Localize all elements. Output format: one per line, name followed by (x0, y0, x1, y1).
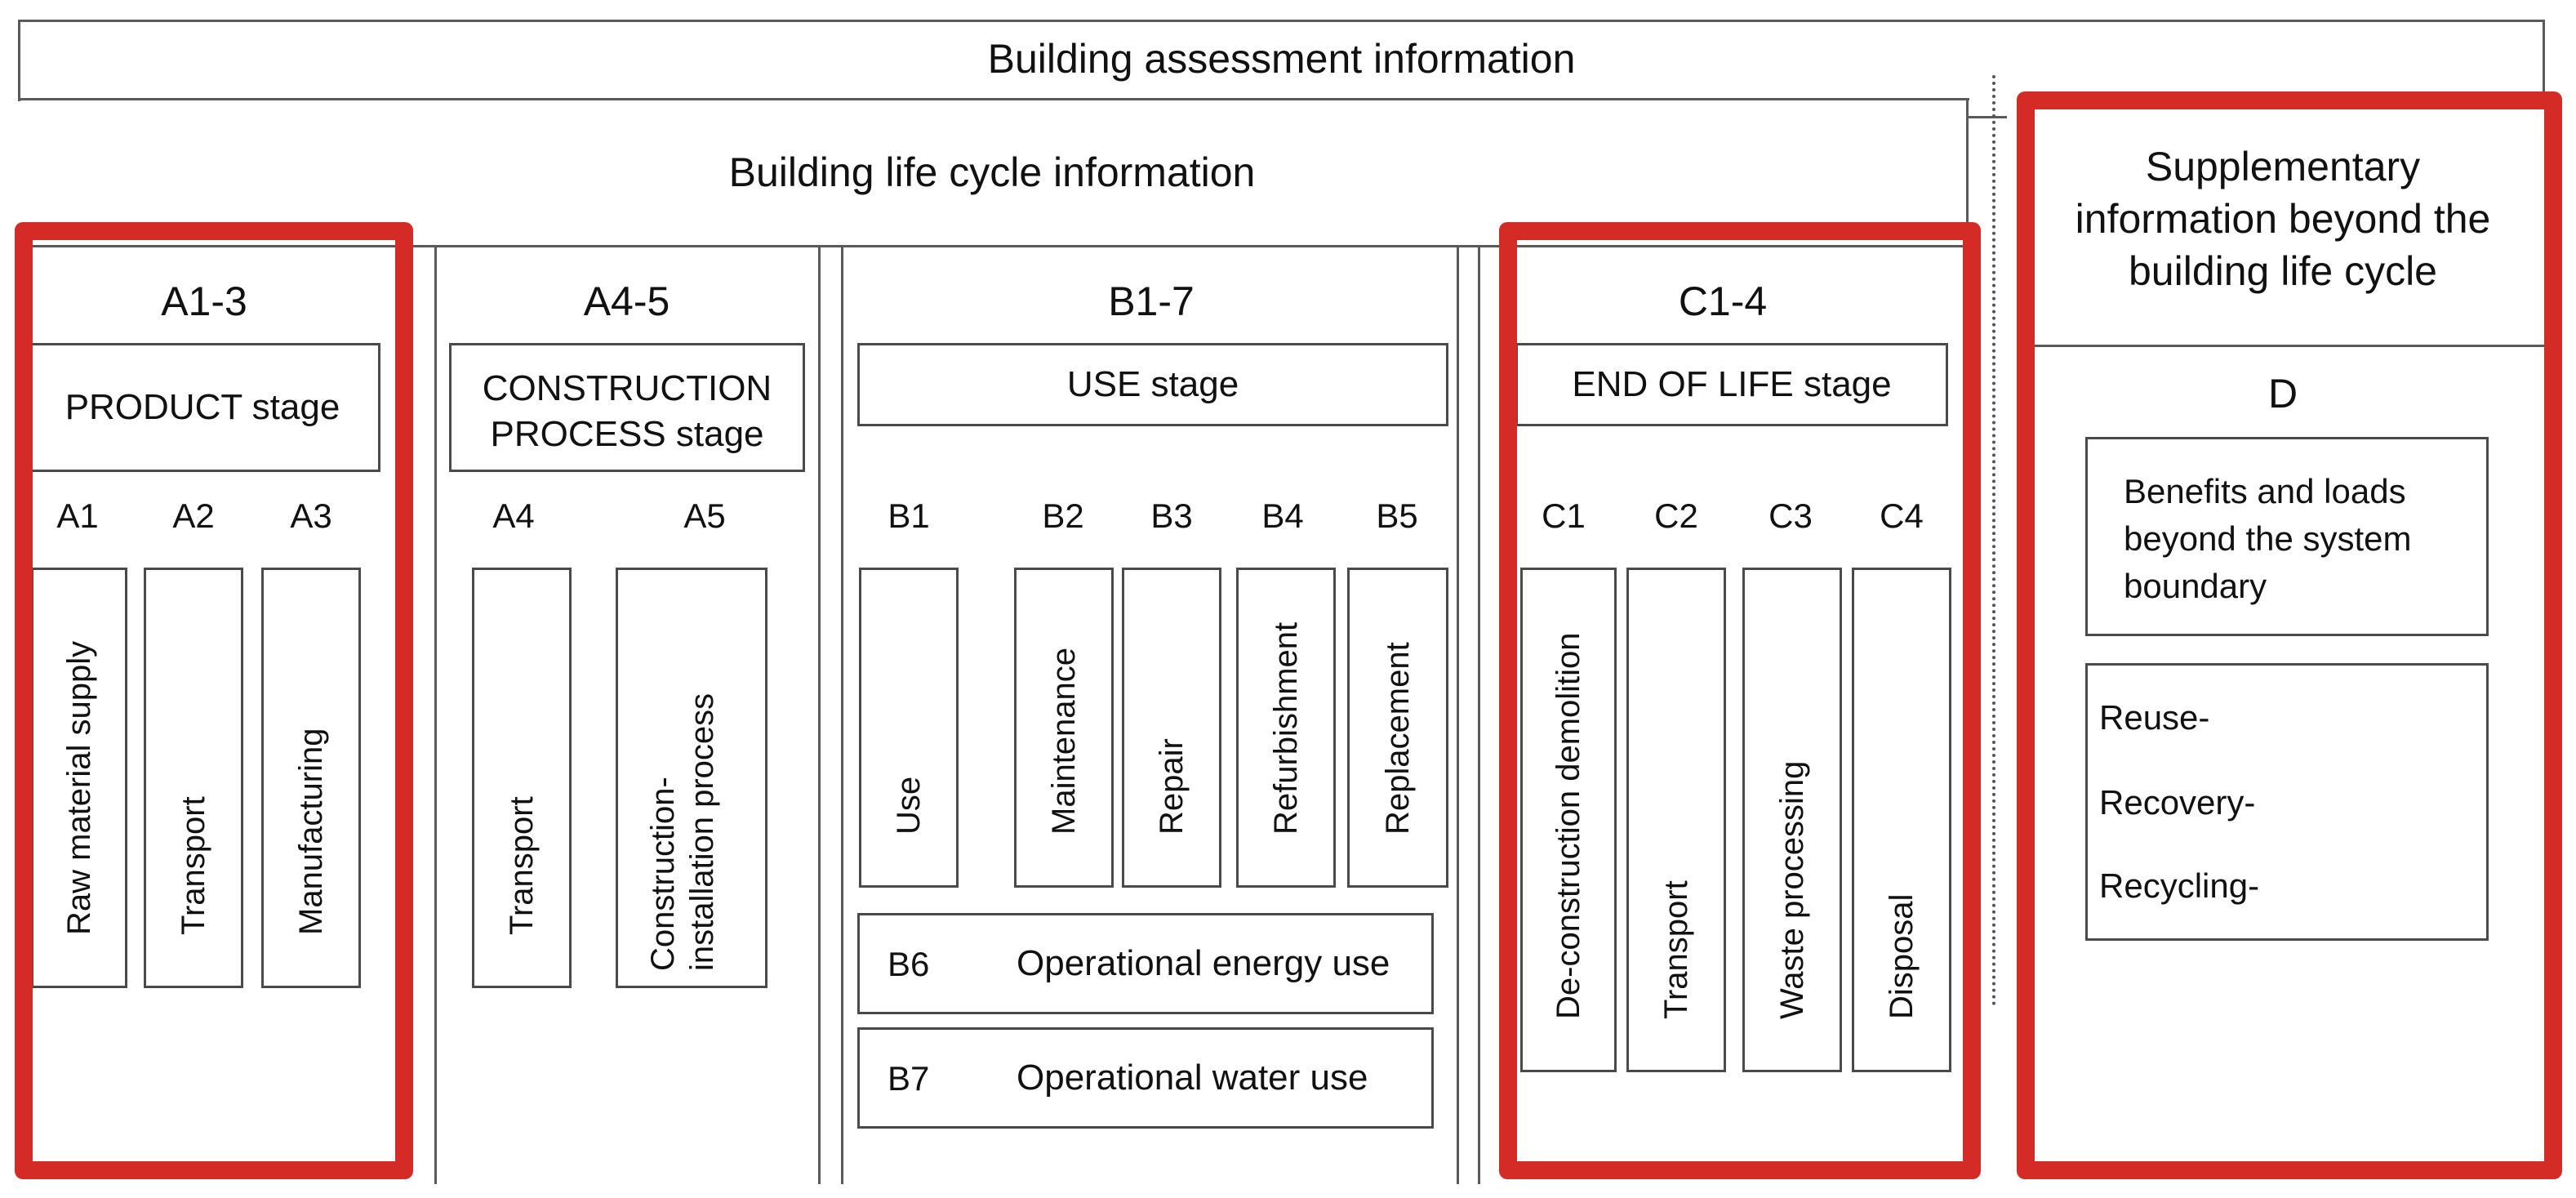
highlight-c14 (1499, 222, 1981, 1179)
supplementary-title-line2: information beyond the (2075, 196, 2491, 242)
product-stage-box: PRODUCT stage (24, 343, 380, 472)
highlight-d (2017, 91, 2562, 1179)
product-stage-label: PRODUCT stage (65, 387, 340, 427)
highlight-a13 (15, 222, 413, 1179)
item-a5-line2: installation process (684, 693, 720, 971)
lifecycle-right-tick (1966, 116, 2007, 118)
code-c2: C2 (1654, 497, 1698, 535)
item-repair: Repair (1122, 568, 1221, 888)
code-c1: C1 (1542, 497, 1586, 535)
col-separator-2a (818, 245, 821, 1184)
module-a45-title: A4-5 (583, 278, 670, 325)
item-replacement: Replacement (1347, 568, 1448, 888)
item-refurbishment: Refurbishment (1236, 568, 1336, 888)
supplementary-title-line3: building life cycle (2129, 248, 2437, 294)
benefits-line2: beyond the system (2124, 519, 2412, 558)
item-construction-installation: Construction- installation process (616, 568, 767, 988)
b7-operational-water-box: B7 Operational water use (857, 1027, 1434, 1129)
outer-right-border (2543, 20, 2545, 101)
module-a13-title: A1-3 (161, 278, 247, 325)
module-divider-line (18, 245, 1969, 247)
item-deconstruction-demolition: De-construction demolition (1520, 568, 1617, 1072)
benefits-loads-box: Benefits and loads beyond the system bou… (2085, 437, 2489, 636)
item-a2-transport: Transport (144, 568, 243, 988)
item-use: Use (859, 568, 959, 888)
dotted-separator (1992, 75, 1995, 1006)
construction-stage-label-line2: PROCESS stage (490, 414, 764, 454)
potential-recycling: Recycling- (2099, 866, 2260, 905)
col-separator-1a (434, 245, 437, 1184)
code-b6: B6 (888, 945, 930, 983)
potential-recovery: Recovery- (2099, 783, 2256, 822)
col-separator-3b (1478, 245, 1480, 1184)
item-waste-processing: Waste processing (1742, 568, 1842, 1072)
outer-top-border (18, 20, 2545, 22)
lifecycle-right-border (1966, 98, 1969, 245)
code-c4: C4 (1880, 497, 1924, 535)
code-a4: A4 (492, 497, 535, 535)
outer-left-border (18, 20, 20, 101)
construction-stage-box: CONSTRUCTION PROCESS stage (449, 343, 805, 472)
b7-label: Operational water use (1017, 1058, 1368, 1098)
item-c2-transport: Transport (1626, 568, 1726, 1072)
col-separator-3a (1457, 245, 1459, 1184)
b6-operational-energy-box: B6 Operational energy use (857, 913, 1434, 1014)
code-a3: A3 (290, 497, 332, 535)
end-of-life-stage-label: END OF LIFE stage (1572, 364, 1892, 404)
b6-label: Operational energy use (1017, 943, 1390, 983)
building-assessment-title: Building assessment information (987, 36, 1576, 82)
code-b7: B7 (888, 1059, 930, 1098)
item-a4-transport: Transport (472, 568, 572, 988)
item-maintenance: Maintenance (1014, 568, 1114, 888)
code-b2: B2 (1042, 497, 1084, 535)
code-b3: B3 (1150, 497, 1193, 535)
end-of-life-stage-box: END OF LIFE stage (1515, 343, 1948, 426)
potential-reuse: Reuse- (2099, 698, 2210, 737)
code-c3: C3 (1768, 497, 1813, 535)
item-manufacturing: Manufacturing (261, 568, 361, 988)
construction-stage-label-line1: CONSTRUCTION (482, 368, 772, 408)
lifecycle-top-border (18, 98, 1969, 100)
code-b4: B4 (1261, 497, 1304, 535)
benefits-line1: Benefits and loads (2124, 472, 2406, 510)
supplementary-divider (2022, 345, 2544, 347)
item-raw-material-supply: Raw material supply (31, 568, 127, 988)
item-a5-line1: Construction- (645, 777, 681, 971)
supplementary-title-line1: Supplementary (2145, 144, 2421, 189)
module-b17-title: B1-7 (1108, 278, 1195, 325)
item-disposal: Disposal (1852, 568, 1951, 1072)
code-a1: A1 (56, 497, 99, 535)
col-separator-2b (841, 245, 843, 1184)
building-lifecycle-title: Building life cycle information (728, 149, 1256, 196)
benefits-line3: boundary (2124, 567, 2267, 605)
code-b5: B5 (1376, 497, 1418, 535)
use-stage-box: USE stage (857, 343, 1448, 426)
code-a5: A5 (683, 497, 726, 535)
module-c14-title: C1-4 (1678, 278, 1768, 325)
module-d-title: D (2267, 371, 2298, 417)
reuse-recovery-recycling-box: Reuse- Recovery- Recycling- (2085, 663, 2489, 941)
use-stage-label: USE stage (1066, 364, 1239, 404)
code-a2: A2 (172, 497, 215, 535)
code-b1: B1 (888, 497, 930, 535)
